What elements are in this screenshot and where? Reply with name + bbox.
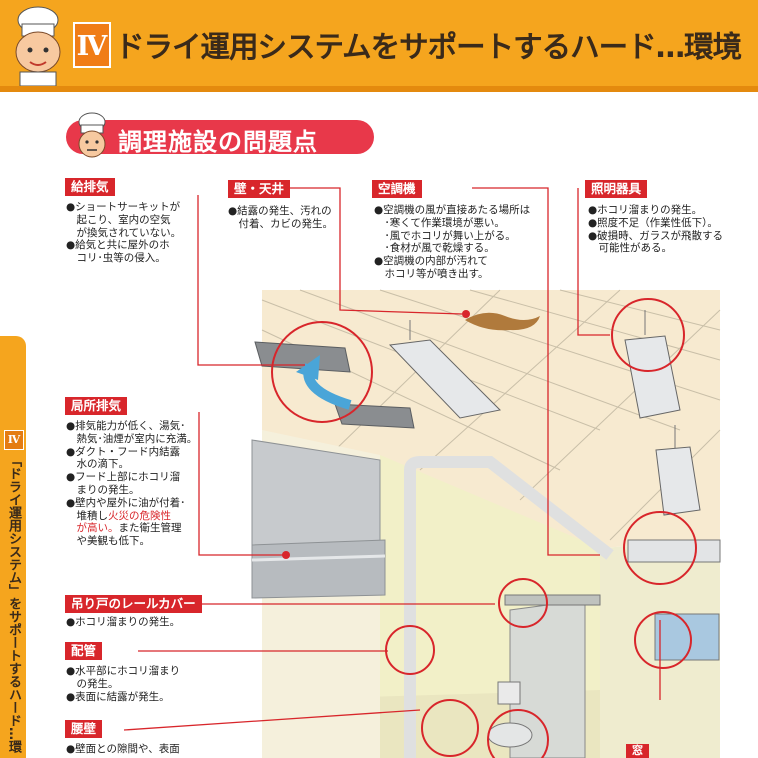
side-tab-label: 「ドライ運用システム」をサポートするハード…環 xyxy=(6,454,21,753)
chef-thinking-icon xyxy=(78,112,106,158)
label-kyuhaiki: 給排気 xyxy=(65,178,115,196)
text-tsuri: ●ホコリ溜まりの発生。 xyxy=(66,616,181,628)
label-mado: 窓 xyxy=(626,744,649,758)
leader-lines xyxy=(123,187,661,731)
label-shomei: 照明器具 xyxy=(585,180,648,198)
ceiling-stain xyxy=(465,312,540,331)
range-hood xyxy=(251,539,386,599)
sink xyxy=(487,722,533,748)
page-title: ドライ運用システムをサポートするハード…環境 xyxy=(115,30,742,64)
label-kabe: 壁・天井 xyxy=(228,180,291,198)
header-underline xyxy=(0,86,758,92)
label-koshikabe: 腰壁 xyxy=(65,720,103,738)
chef-mascot-icon xyxy=(15,6,61,86)
text-kabe: ●結露の発生、汚れの 付着、カビの発生。 xyxy=(228,205,333,230)
text-kyuhaiki: ●ショートサーキットが 起こり、室内の空気 が換気されていない。●給気と共に屋外… xyxy=(66,201,182,265)
label-haikan: 配管 xyxy=(65,642,103,660)
label-tsuri: 吊り戸のレールカバー xyxy=(65,595,202,613)
chapter-number: Ⅳ xyxy=(73,22,111,68)
air-conditioner xyxy=(627,539,721,563)
side-tab xyxy=(0,336,26,758)
highlight-circles xyxy=(271,298,697,758)
ceiling-light-1 xyxy=(388,320,502,419)
ceiling xyxy=(262,290,720,548)
header-bar xyxy=(0,0,758,92)
label-kuchoki: 空調機 xyxy=(372,180,422,198)
window xyxy=(654,613,720,661)
label-kyokusho: 局所排気 xyxy=(65,397,128,415)
text-koshikabe: ●壁面との隙間や、表面 xyxy=(66,743,180,755)
ceiling-light-2 xyxy=(624,310,681,419)
side-tab-number: Ⅳ xyxy=(4,430,24,450)
section-heading-pill xyxy=(66,120,374,154)
ceiling-light-3 xyxy=(655,425,701,516)
pipe xyxy=(404,456,614,758)
section-title: 調理施設の問題点 xyxy=(118,128,318,156)
text-kyokusho: ●排気能力が低く、湯気･ 熱気･油煙が室内に充満。●ダクト・フード内結露 水の滴… xyxy=(66,420,198,548)
text-haikan: ●水平部にホコリ溜まり の発生。●表面に結露が発生。 xyxy=(66,665,181,703)
text-shomei: ●ホコリ溜まりの発生。●照度不足（作業性低下）。●破損時、ガラスが飛散する 可能… xyxy=(588,204,723,255)
text-kuchoki: ●空調機の風が直接あたる場所は ･寒くて作業環境が悪い。 ･風でホコリが舞い上が… xyxy=(374,204,531,280)
